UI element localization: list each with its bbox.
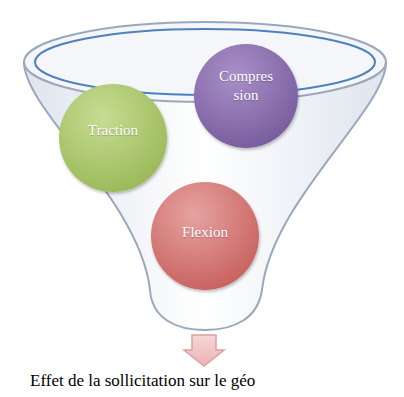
node-label: Flexion xyxy=(160,223,250,242)
sphere-node: Compres sion xyxy=(194,44,298,148)
sphere-node: Flexion xyxy=(151,182,259,290)
node-label: Compres sion xyxy=(213,67,279,105)
down-arrow xyxy=(184,335,224,366)
caption-text: Effet de la sollicitation sur le géo xyxy=(30,371,255,391)
sphere-node: Traction xyxy=(59,84,167,192)
node-label: Traction xyxy=(68,121,158,140)
